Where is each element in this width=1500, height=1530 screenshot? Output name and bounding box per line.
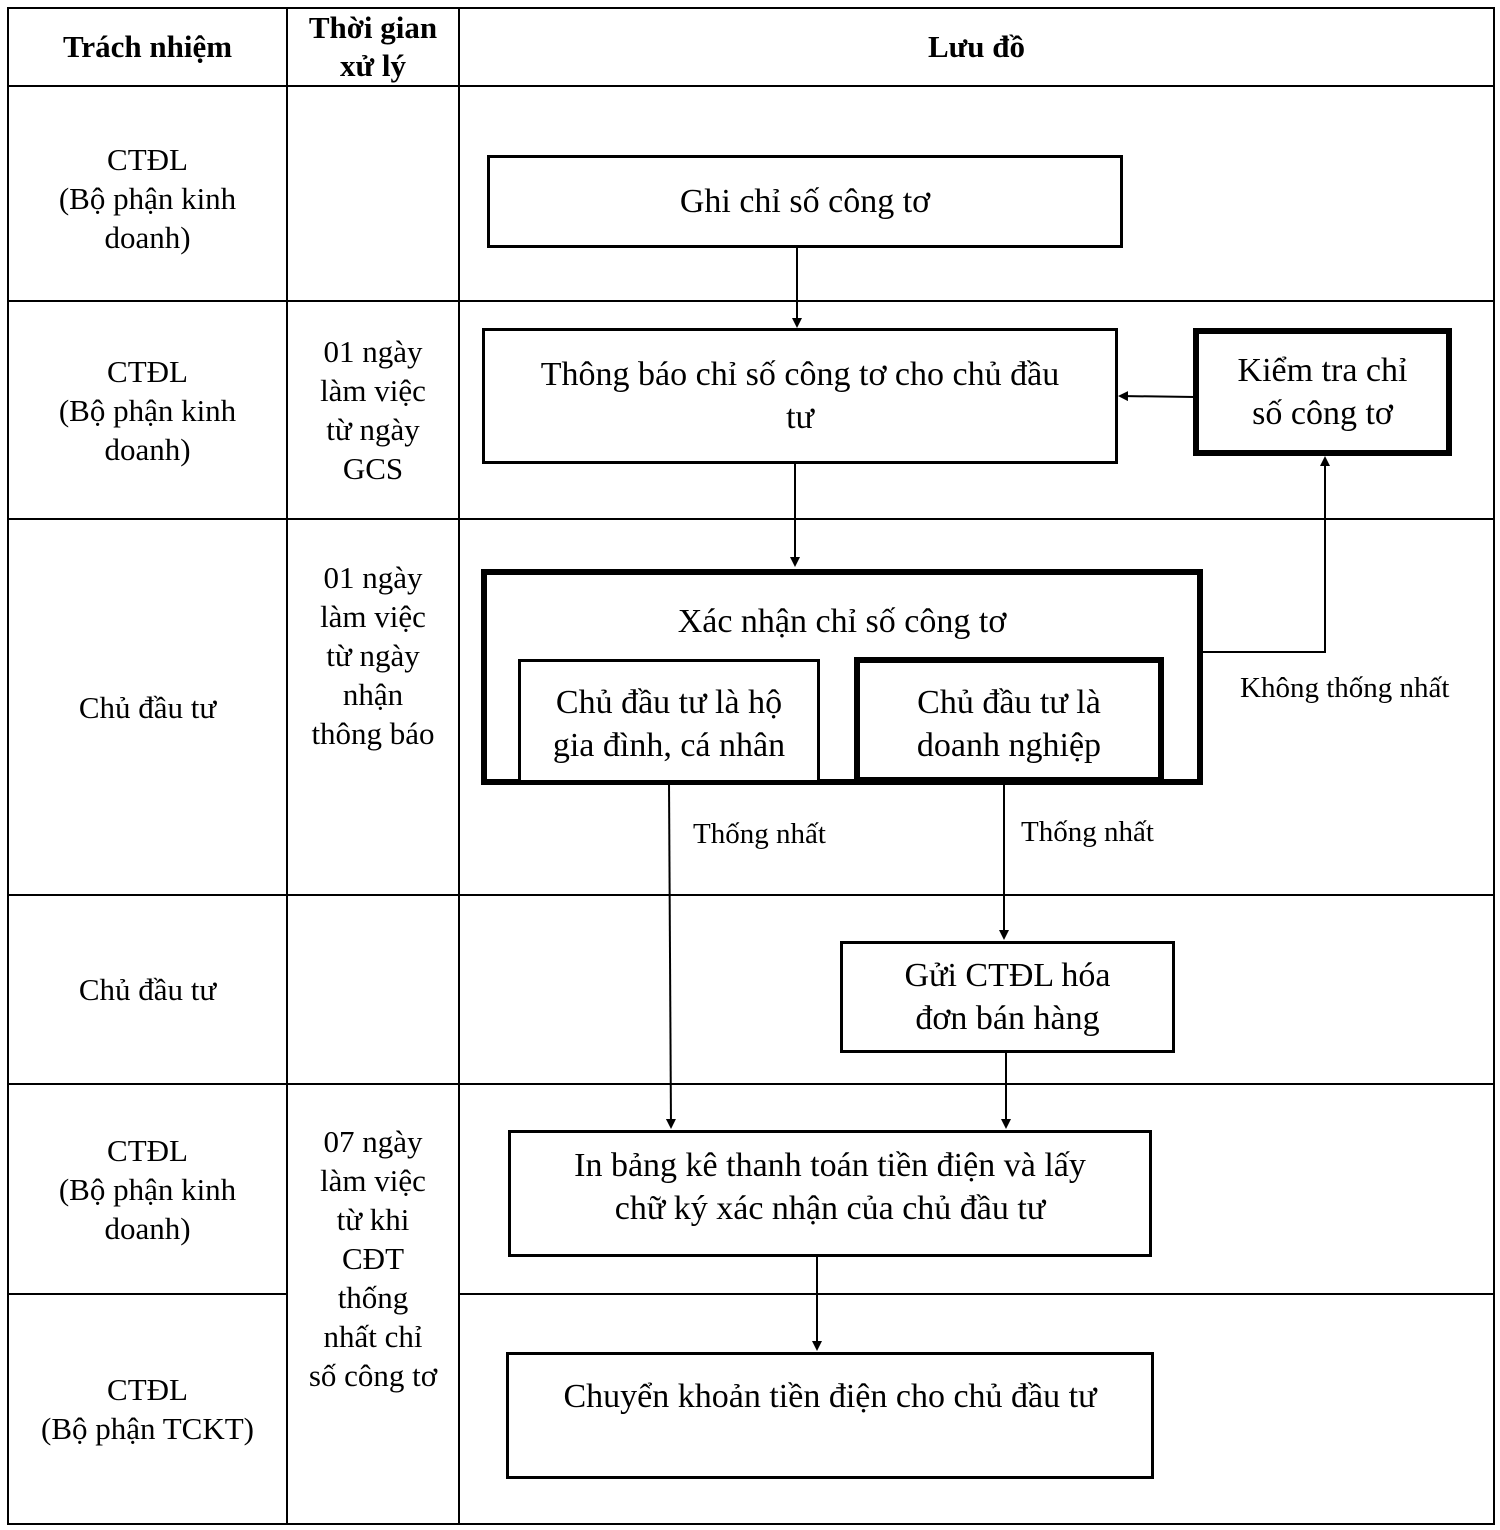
time-merged-line-4: CĐT (342, 1241, 404, 1276)
time-row-2-line-4: GCS (342, 451, 404, 486)
time-row-3-line-3: từ ngày (326, 638, 420, 673)
responsibility-row-5: CTĐL (Bộ phận kinh doanh) (8, 1084, 287, 1294)
step-notify-investor (482, 328, 1118, 464)
step-check-meter-reading-line-1: Kiểm tra chỉ (1237, 352, 1408, 389)
header-flowchart: Lưu đồ (927, 29, 1025, 64)
responsibility-row-4-line-1: Chủ đầu tư (78, 972, 217, 1007)
step-print-statement-text: In bảng kê thanh toán tiền điện và lấy c… (508, 1130, 1152, 1257)
step-print-statement-line-2: chữ ký xác nhận của chủ đầu tư (614, 1190, 1046, 1227)
label-agree-household: Thống nhất (693, 818, 826, 850)
arrow-household-to-print (665, 782, 676, 1129)
header-processing-time-line-2: xử lý (340, 48, 406, 83)
step-send-invoice-text: Gửi CTĐL hóa đơn bán hàng (840, 941, 1175, 1053)
step-notify-investor-text: Thông báo chỉ số công tơ cho chủ đầu tư (482, 328, 1118, 464)
investor-enterprise-line-1: Chủ đầu tư là (917, 684, 1101, 721)
responsibility-row-6-line-1: CTĐL (107, 1372, 188, 1407)
responsibility-row-1: CTĐL (Bộ phận kinh doanh) (8, 96, 287, 301)
responsibility-row-2-line-2: (Bộ phận kinh (58, 392, 237, 428)
step-record-meter-reading-text: Ghi chỉ số công tơ (679, 183, 931, 220)
time-row-3-line-2: làm việc (320, 599, 426, 634)
investor-enterprise-line-2: doanh nghiệp (916, 727, 1102, 764)
header-processing-time: Thời gian xử lý (287, 8, 459, 86)
step-check-meter-reading (1193, 328, 1452, 456)
step-check-meter-reading-line-2: số công tơ (1252, 395, 1393, 432)
step-print-statement (508, 1130, 1152, 1257)
label-agree-enterprise: Thống nhất (1021, 816, 1154, 848)
responsibility-row-6: CTĐL (Bộ phận TCKT) (8, 1294, 287, 1524)
time-row-2-line-1: 01 ngày (323, 334, 423, 369)
investor-enterprise-box (854, 657, 1164, 783)
time-merged-line-2: làm việc (320, 1163, 426, 1198)
step-notify-investor-line-1: Thông báo chỉ số công tơ cho chủ đầu (540, 356, 1060, 393)
time-merged-line-5: thống (337, 1280, 409, 1315)
arrow-confirm-to-check (1193, 456, 1330, 653)
time-merged-line-7: số công tơ (308, 1358, 438, 1393)
responsibility-row-2-line-3: doanh) (104, 431, 191, 467)
step-transfer-payment-text: Chuyển khoản tiền điện cho chủ đầu tư (563, 1378, 1097, 1415)
time-row-3: 01 ngày làm việc từ ngày nhận thông báo (287, 558, 459, 754)
investor-household-line-2: gia đình, cá nhân (552, 727, 786, 764)
time-row-3-line-4: nhận (342, 677, 404, 712)
responsibility-row-2-line-1: CTĐL (107, 353, 188, 389)
arrow-check-to-step2 (1118, 391, 1196, 402)
time-merged-line-6: nhất chỉ (323, 1319, 423, 1354)
responsibility-row-5-line-2: (Bộ phận kinh (58, 1171, 237, 1207)
responsibility-row-3-line-1: Chủ đầu tư (78, 689, 217, 725)
header-responsibility: Trách nhiệm (62, 29, 233, 64)
time-row-3-line-1: 01 ngày (323, 560, 423, 595)
step-send-invoice-line-1: Gửi CTĐL hóa (904, 957, 1111, 994)
responsibility-row-5-line-3: doanh) (104, 1210, 191, 1246)
time-merged-line-1: 07 ngày (323, 1124, 423, 1159)
step-transfer-payment (506, 1352, 1154, 1479)
responsibility-row-1-line-3: doanh) (104, 220, 191, 255)
investor-household-box (518, 659, 820, 783)
responsibility-row-3: Chủ đầu tư (8, 519, 287, 895)
responsibility-row-4: Chủ đầu tư (8, 895, 287, 1084)
step-send-invoice (840, 941, 1175, 1053)
responsibility-row-6-line-2: (Bộ phận TCKT) (41, 1411, 254, 1446)
time-row-2: 01 ngày làm việc từ ngày GCS (287, 301, 459, 519)
time-row-2-line-2: làm việc (320, 373, 426, 408)
step-print-statement-line-1: In bảng kê thanh toán tiền điện và lấy (574, 1147, 1086, 1184)
header-processing-time-line-1: Thời gian (308, 10, 438, 45)
investor-household-line-1: Chủ đầu tư là hộ (555, 684, 783, 721)
step-confirm-meter-reading-title: Xác nhận chỉ số công tơ (677, 602, 1007, 640)
step-check-meter-reading-text: Kiểm tra chỉ số công tơ (1193, 328, 1452, 456)
responsibility-row-2: CTĐL (Bộ phận kinh doanh) (8, 301, 287, 519)
time-merged-line-3: từ khi (336, 1202, 410, 1237)
responsibility-row-5-line-1: CTĐL (107, 1132, 188, 1168)
time-row-3-line-5: thông báo (311, 716, 435, 751)
time-row-2-line-3: từ ngày (326, 412, 420, 447)
step-record-meter-reading (487, 155, 1123, 248)
step-send-invoice-line-2: đơn bán hàng (915, 1000, 1100, 1037)
time-merged-rows-5-6: 07 ngày làm việc từ khi CĐT thống nhất c… (287, 1122, 459, 1402)
step-notify-investor-line-2: tư (786, 399, 814, 436)
investor-household-text: Chủ đầu tư là hộ gia đình, cá nhân (518, 659, 820, 783)
responsibility-row-1-line-2: (Bộ phận kinh (58, 181, 237, 216)
label-disagree: Không thống nhất (1240, 672, 1450, 704)
investor-enterprise-text: Chủ đầu tư là doanh nghiệp (854, 657, 1164, 783)
responsibility-row-1-line-1: CTĐL (107, 142, 188, 177)
